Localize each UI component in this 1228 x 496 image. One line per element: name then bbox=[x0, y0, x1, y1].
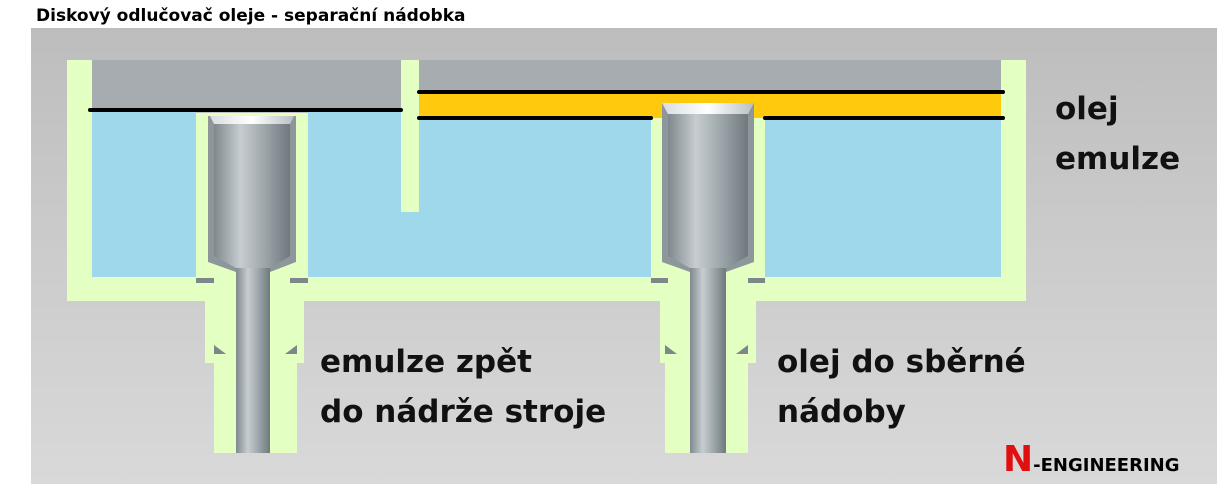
label-left-outlet-line1: emulze zpět bbox=[320, 344, 532, 380]
right-tube-funnel bbox=[662, 103, 754, 114]
right-tube-stem bbox=[690, 268, 726, 453]
left-air-space bbox=[92, 60, 401, 110]
housing-right-wall bbox=[1001, 60, 1026, 301]
right-tube-body bbox=[668, 114, 748, 256]
left-tube-body bbox=[214, 124, 290, 256]
under-divider-emulsion bbox=[401, 212, 419, 277]
left-tube-funnel bbox=[210, 116, 294, 124]
label-emulsion: emulze bbox=[1055, 141, 1181, 177]
diagram-title: Diskový odlučovač oleje - separační nádo… bbox=[36, 6, 466, 26]
seal-right-b bbox=[748, 278, 765, 283]
right-emulsion-a bbox=[419, 118, 651, 277]
seals bbox=[196, 278, 765, 354]
divider-wall bbox=[401, 60, 419, 212]
logo-text: -ENGINEERING bbox=[1033, 455, 1180, 476]
right-emulsion-b bbox=[765, 118, 1001, 277]
left-tube-stem bbox=[236, 268, 270, 453]
label-oil: olej bbox=[1055, 91, 1119, 127]
notch-left-a bbox=[214, 345, 226, 354]
seal-left-b bbox=[290, 278, 308, 283]
notch-right-a bbox=[665, 345, 677, 354]
housing-left-wall bbox=[67, 60, 92, 301]
label-right-outlet-line2: nádoby bbox=[777, 394, 906, 430]
left-separator-tube bbox=[208, 116, 296, 453]
left-emulsion-mid bbox=[308, 110, 401, 277]
level-lines bbox=[88, 90, 1005, 120]
left-emulsion bbox=[92, 110, 196, 277]
right-air-space bbox=[419, 60, 1001, 92]
n-engineering-logo: N-ENGINEERING bbox=[1003, 440, 1180, 480]
fluids bbox=[92, 60, 1001, 277]
label-left-outlet-line2: do nádrže stroje bbox=[320, 394, 607, 430]
right-tube-taper bbox=[668, 256, 748, 268]
logo-letter: N bbox=[1003, 439, 1034, 480]
left-tube-taper bbox=[214, 256, 290, 268]
seal-left-a bbox=[196, 278, 214, 283]
notch-right-b bbox=[736, 345, 748, 354]
right-separator-tube bbox=[662, 103, 754, 453]
label-right-outlet-line1: olej do sběrné bbox=[777, 344, 1026, 380]
seal-right-a bbox=[651, 278, 668, 283]
notch-left-b bbox=[285, 345, 297, 354]
